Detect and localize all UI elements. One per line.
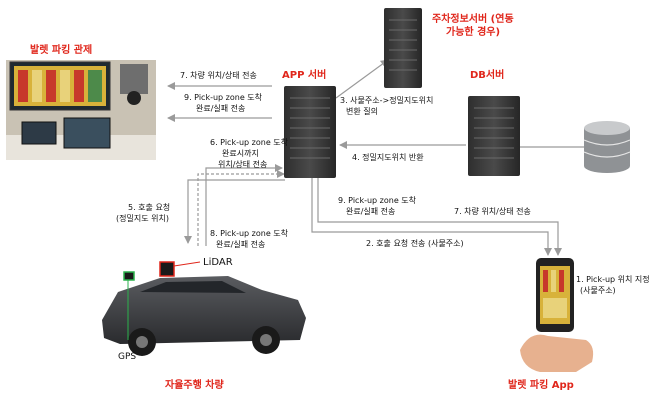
parking-server-title-1: 주차정보서버 (연동: [432, 12, 514, 25]
parking-server-rack: [384, 8, 422, 88]
step-1-line1: 1. Pick-up 위치 지정: [576, 274, 650, 284]
step-9-right-line1: 9. Pick-up zone 도착: [338, 196, 417, 205]
lidar-sensor-icon: [159, 261, 175, 277]
lidar-label: LiDAR: [203, 257, 233, 268]
control-center-title: 발렛 파킹 관제: [30, 43, 92, 56]
lidar-pointer: [173, 261, 201, 267]
arrow-5: [184, 179, 285, 244]
parking-server-title-2: 가능한 경우): [446, 25, 500, 38]
autonomous-vehicle: LiDAR GPS 자율주행 차량: [102, 257, 306, 391]
database-cylinder-icon: [583, 121, 631, 173]
arrow-8: [205, 164, 283, 246]
connectors: [167, 59, 584, 256]
ceiling-camera: [120, 64, 148, 94]
car-windows: [140, 281, 246, 293]
step-3-line1: 3. 사물주소->정밀지도위치: [340, 95, 433, 105]
valet-app-phone: 발렛 파킹 App: [508, 258, 594, 391]
parking-map-cells: [14, 66, 106, 106]
arrow-2: [311, 178, 552, 256]
car-body: [102, 276, 306, 344]
step-labels: 7. 차량 위치/상태 전송 9. Pick-up zone 도착 완료/실패 …: [116, 70, 650, 295]
step-4: 4. 정밀지도위치 반환: [352, 152, 424, 162]
step-6-line1: 6. Pick-up zone 도착: [210, 138, 289, 147]
step-7-top: 7. 차량 위치/상태 전송: [180, 70, 257, 80]
arrow-9-right: [317, 178, 562, 256]
app-server-rack: [284, 86, 336, 178]
parking-info-server: 주차정보서버 (연동 가능한 경우): [384, 8, 514, 88]
step-8-line1: 8. Pick-up zone 도착: [210, 229, 289, 238]
gps-label: GPS: [118, 352, 136, 362]
step-8-line2: 완료/실패 전송: [216, 239, 265, 249]
camera-lens: [127, 91, 141, 105]
arrow-3: [335, 59, 389, 99]
step-9-top-line1: 9. Pick-up zone 도착: [184, 93, 263, 102]
arrow-6: [197, 170, 285, 246]
monitor-right: [63, 117, 111, 149]
step-1-line2: (사물주소): [580, 286, 616, 295]
phone-map-cells: [543, 270, 567, 318]
vehicle-title: 자율주행 차량: [165, 378, 224, 391]
app-server-slots: [290, 97, 330, 159]
step-5-line1: 5. 호출 요청: [128, 202, 170, 212]
db-server-rack: [468, 96, 520, 176]
db-server-title: DB서버: [470, 68, 504, 81]
hand: [520, 334, 594, 372]
step-6-line2: 완료시까지: [222, 149, 259, 158]
gps-antenna-icon: [123, 271, 135, 281]
step-9-right-line2: 완료/실패 전송: [346, 206, 395, 216]
step-9-top-line2: 완료/실패 전송: [196, 103, 245, 113]
app-server: APP 서버: [282, 68, 336, 178]
db-server: DB서버: [468, 68, 520, 176]
valet-app-title: 발렛 파킹 App: [508, 378, 574, 391]
db-server-slots: [474, 107, 514, 159]
step-5-line2: (정밀지도 위치): [116, 213, 169, 223]
step-2: 2. 호출 요청 전송 (사물주소): [366, 238, 464, 248]
step-3-line2: 변환 질의: [346, 106, 378, 116]
monitor-left: [21, 121, 57, 145]
control-center: 발렛 파킹 관제: [6, 43, 156, 160]
app-server-title: APP 서버: [282, 68, 326, 81]
step-6-line3: 위치/상태 전송: [218, 159, 267, 169]
step-7-right: 7. 차량 위치/상태 전송: [454, 206, 531, 216]
parking-server-slots: [389, 19, 417, 71]
